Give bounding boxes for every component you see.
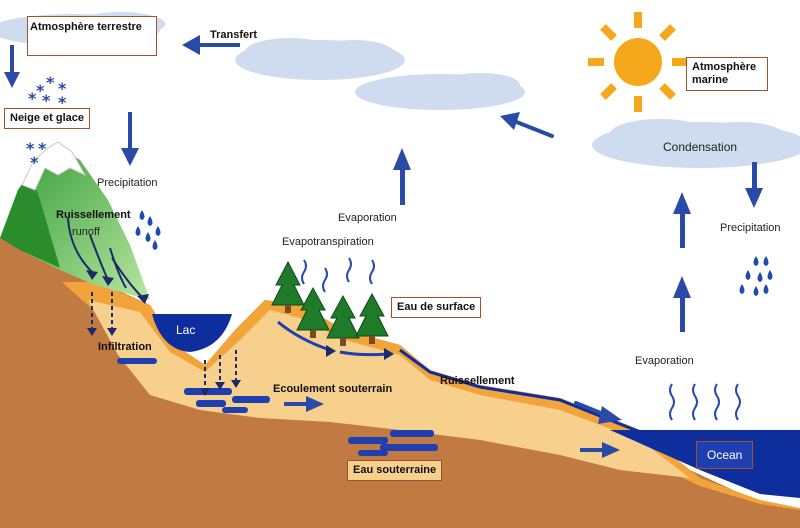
atmosphere-terrestre-text: Atmosphère terrestre [30, 21, 142, 33]
cloud-icon [235, 38, 405, 80]
snowflake-icon: * * * * * * * * * [26, 73, 67, 172]
ruissellement-right-label: Ruissellement [440, 375, 515, 387]
svg-text:*: * [28, 89, 37, 108]
ruissellement-left-label: Ruissellement [56, 209, 131, 221]
sand-layer [88, 300, 690, 478]
atmosphere-terrestre-label: Atmosphère terrestre [27, 16, 157, 56]
eau-souterraine-label: Eau souterraine [347, 460, 443, 481]
shore-line [399, 348, 641, 434]
lake [152, 314, 232, 352]
tree-icon [271, 260, 389, 346]
snow-cap [21, 141, 87, 191]
arrow-icon [512, 119, 610, 418]
cloud-icon [592, 119, 800, 168]
svg-text:*: * [46, 73, 55, 92]
precipitation-left-label: Precipitation [97, 177, 158, 189]
neige-glace-label: Neige et glace [4, 108, 90, 129]
mountain-left-dark [0, 172, 60, 268]
ecoulement-souterrain-label: Ecoulement souterrain [273, 383, 393, 395]
arrow-icon [4, 35, 763, 458]
svg-text:*: * [36, 81, 45, 100]
arrow-icon [500, 112, 622, 424]
lac-label: Lac [176, 323, 196, 337]
runoff-arrowheads [86, 270, 394, 396]
evaporation-right-label: Evaporation [635, 355, 694, 367]
eau-de-surface-label: Eau de surface [391, 297, 482, 318]
atmosphere-marine-label: Atmosphère marine [686, 57, 768, 91]
sun-icon [588, 12, 688, 112]
evaporation-mid-label: Evaporation [338, 212, 397, 224]
cloud-icon [355, 73, 525, 110]
precipitation-right-label: Precipitation [720, 222, 781, 234]
runoff-arrows [67, 217, 389, 390]
infiltration-label: Infiltration [98, 341, 152, 353]
raindrop-icon [135, 210, 773, 296]
svg-text:*: * [42, 91, 51, 110]
svg-text:*: * [38, 139, 47, 158]
runoff-label: runoff [72, 226, 100, 238]
svg-text:*: * [30, 153, 39, 172]
evapotranspiration-label: Evapotranspiration [282, 236, 374, 248]
svg-text:*: * [58, 93, 67, 112]
steam-icon [301, 257, 741, 421]
svg-text:*: * [58, 79, 67, 98]
transfert-label: Transfert [210, 29, 258, 41]
ocean-label: Ocean [696, 441, 754, 469]
svg-text:*: * [26, 139, 35, 158]
condensation-label: Condensation [663, 140, 738, 154]
